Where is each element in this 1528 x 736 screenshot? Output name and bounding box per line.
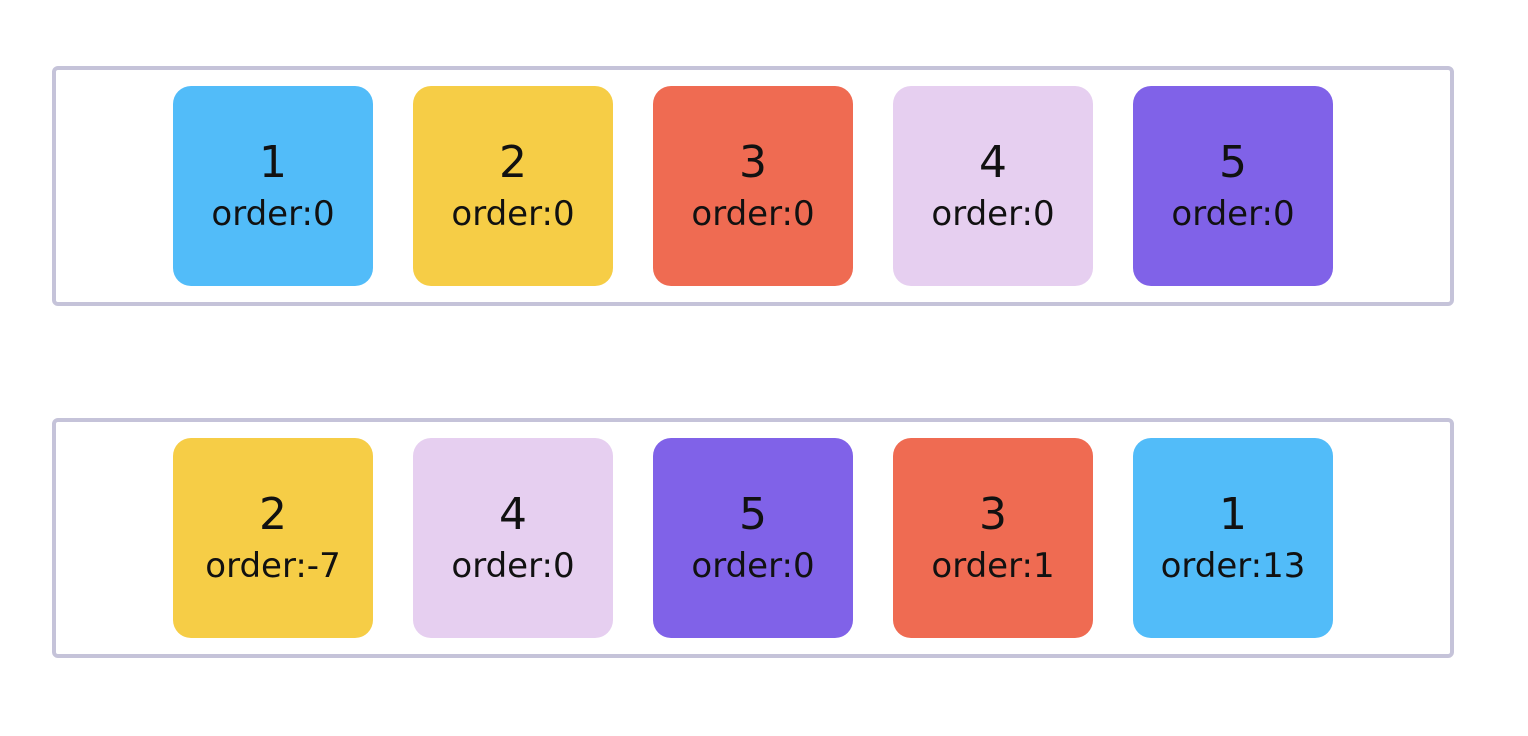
item-order-label: order:0 bbox=[1171, 194, 1295, 234]
item-number: 5 bbox=[1219, 137, 1247, 188]
flex-item-2: 2 order:-7 bbox=[173, 438, 373, 638]
item-number: 2 bbox=[499, 137, 527, 188]
flex-item-4: 4 order:0 bbox=[893, 86, 1093, 286]
flex-item-4: 4 order:0 bbox=[413, 438, 613, 638]
flex-container-custom-order: 2 order:-7 4 order:0 5 order:0 3 order:1… bbox=[52, 418, 1454, 658]
item-order-label: order:13 bbox=[1160, 546, 1306, 586]
item-order-label: order:0 bbox=[451, 194, 575, 234]
item-order-label: order:0 bbox=[211, 194, 335, 234]
item-number: 2 bbox=[259, 489, 287, 540]
item-number: 5 bbox=[739, 489, 767, 540]
flex-item-3: 3 order:1 bbox=[893, 438, 1093, 638]
item-order-label: order:0 bbox=[451, 546, 575, 586]
item-number: 3 bbox=[739, 137, 767, 188]
item-number: 1 bbox=[1219, 489, 1247, 540]
flex-item-2: 2 order:0 bbox=[413, 86, 613, 286]
item-order-label: order:0 bbox=[691, 546, 815, 586]
item-order-label: order:0 bbox=[691, 194, 815, 234]
item-order-label: order:0 bbox=[931, 194, 1055, 234]
item-order-label: order:1 bbox=[931, 546, 1055, 586]
flex-item-3: 3 order:0 bbox=[653, 86, 853, 286]
item-order-label: order:-7 bbox=[205, 546, 341, 586]
flex-item-1: 1 order:13 bbox=[1133, 438, 1333, 638]
flex-item-1: 1 order:0 bbox=[173, 86, 373, 286]
item-number: 3 bbox=[979, 489, 1007, 540]
flex-container-default-order: 1 order:0 2 order:0 3 order:0 4 order:0 … bbox=[52, 66, 1454, 306]
item-number: 4 bbox=[499, 489, 527, 540]
item-number: 4 bbox=[979, 137, 1007, 188]
flex-item-5: 5 order:0 bbox=[1133, 86, 1333, 286]
item-number: 1 bbox=[259, 137, 287, 188]
flex-item-5: 5 order:0 bbox=[653, 438, 853, 638]
